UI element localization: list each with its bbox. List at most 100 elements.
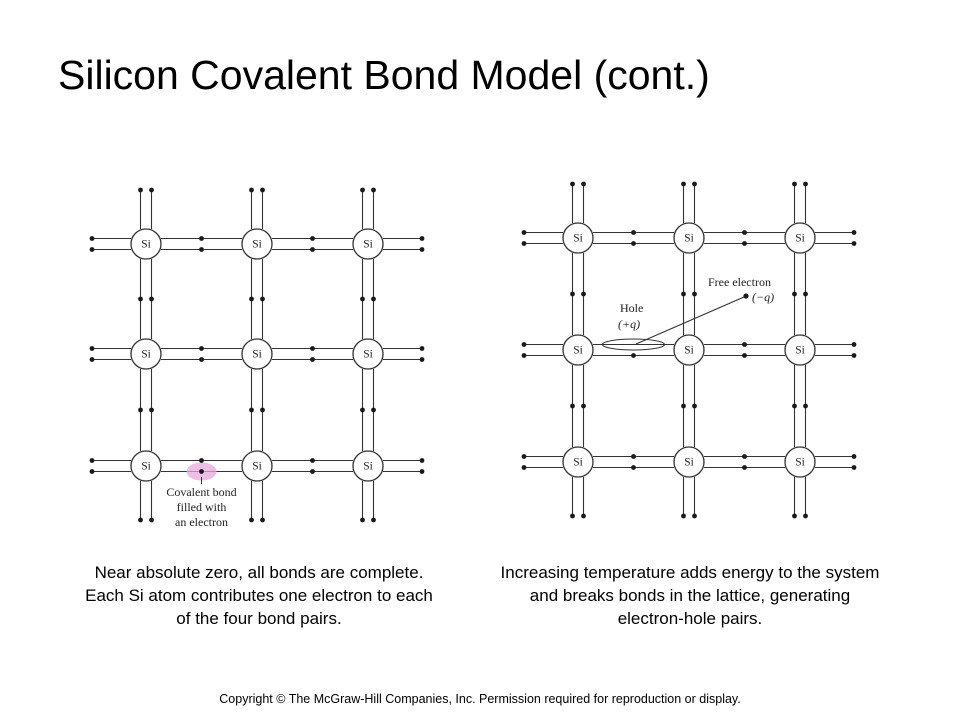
free-electron-path	[635, 296, 745, 345]
bond-electron	[310, 458, 315, 463]
silicon-atom: Si	[784, 446, 816, 478]
bond-electron	[803, 403, 808, 409]
bond-electron	[581, 513, 586, 519]
silicon-atom: Si	[352, 338, 384, 370]
bond-electron	[692, 513, 697, 519]
silicon-atom: Si	[241, 338, 273, 370]
bond-electron	[631, 465, 636, 470]
bond-electron	[521, 454, 527, 459]
bond-electron	[631, 230, 636, 235]
atom-circle	[130, 228, 162, 260]
bond-electrons	[89, 187, 425, 523]
silicon-atom: Si	[673, 446, 705, 478]
bond-electron	[419, 346, 425, 351]
bond-electron	[792, 513, 797, 519]
atom-symbol: Si	[141, 461, 151, 473]
atom-symbol: Si	[252, 461, 262, 473]
bond-electron	[851, 353, 857, 358]
bond-electron	[199, 236, 204, 241]
atom-symbol: Si	[573, 345, 583, 357]
bond-electron	[851, 241, 857, 246]
bond-electron	[310, 469, 315, 474]
atom-symbol: Si	[573, 457, 583, 469]
silicon-atom: Si	[562, 446, 594, 478]
bond-electron	[681, 403, 686, 409]
bond-electron	[371, 296, 376, 302]
bond-electron	[851, 342, 857, 347]
bond-electron	[149, 517, 154, 523]
bond-electron	[199, 357, 204, 362]
silicon-atom: Si	[241, 450, 273, 482]
free-electron-charge-label: (−q)	[752, 290, 774, 304]
bond-electron	[742, 353, 747, 358]
copyright-notice: Copyright © The McGraw-Hill Companies, I…	[219, 692, 741, 706]
atom-symbol: Si	[363, 349, 373, 361]
bond-electron	[260, 296, 265, 302]
bond-electron	[803, 291, 808, 297]
atom-circle	[352, 338, 384, 370]
bond-electron	[631, 454, 636, 459]
bond-electron	[199, 346, 204, 351]
right-diagram-caption: Increasing temperature adds energy to th…	[500, 563, 880, 628]
bond-electron	[581, 291, 586, 297]
silicon-atom: Si	[241, 228, 273, 260]
bond-electron	[249, 187, 254, 193]
atom-circle	[562, 222, 594, 254]
atom-symbol: Si	[795, 345, 805, 357]
left-diagram-caption: Near absolute zero, all bonds are comple…	[85, 563, 433, 628]
atom-circle	[673, 222, 705, 254]
bond-electron	[371, 187, 376, 193]
bond-electron	[249, 407, 254, 413]
atom-symbol: Si	[252, 349, 262, 361]
bond-electron	[851, 454, 857, 459]
atom-circle	[130, 338, 162, 370]
bond-electron	[360, 407, 365, 413]
bond-electron	[149, 296, 154, 302]
bond-electron	[310, 236, 315, 241]
atom-circle	[784, 334, 816, 366]
bond-electron	[419, 458, 425, 463]
bond-electron	[631, 241, 636, 246]
bond-electron	[138, 296, 143, 302]
silicon-atom: Si	[130, 450, 162, 482]
annotation-text: filled with	[177, 500, 227, 514]
bond-electron	[803, 181, 808, 187]
silicon-atom: Si	[784, 222, 816, 254]
free-electron-label: Free electron	[708, 275, 771, 289]
silicon-atom: Si	[673, 334, 705, 366]
bond-electron	[260, 407, 265, 413]
hole-and-free-electron-annotation: Hole(+q)Free electron(−q)	[601, 275, 774, 351]
bond-electron	[681, 513, 686, 519]
bond-electron	[792, 403, 797, 409]
atom-circle	[784, 222, 816, 254]
bond-electron	[249, 296, 254, 302]
bond-electron	[521, 230, 527, 235]
atom-circle	[784, 446, 816, 478]
silicon-atom: Si	[130, 228, 162, 260]
atom-symbol: Si	[573, 233, 583, 245]
bond-electron	[792, 181, 797, 187]
bond-electron	[521, 353, 527, 358]
bond-electron	[631, 353, 636, 358]
bond-electron	[521, 465, 527, 470]
atom-circle	[562, 334, 594, 366]
bond-electron	[138, 187, 143, 193]
atom-circle	[673, 446, 705, 478]
bond-electron	[89, 236, 95, 241]
bond-electron	[570, 181, 575, 187]
bond-electron	[138, 407, 143, 413]
bond-electron	[249, 517, 254, 523]
bond-electron	[742, 454, 747, 459]
bond-electron	[581, 403, 586, 409]
bond-electron	[149, 187, 154, 193]
bond-electron	[89, 357, 95, 362]
atom-symbol: Si	[795, 457, 805, 469]
bond-electron	[581, 181, 586, 187]
hole-label: Hole	[620, 301, 643, 315]
silicon-atom: Si	[562, 222, 594, 254]
bond-electron	[803, 513, 808, 519]
silicon-atom: Si	[673, 222, 705, 254]
